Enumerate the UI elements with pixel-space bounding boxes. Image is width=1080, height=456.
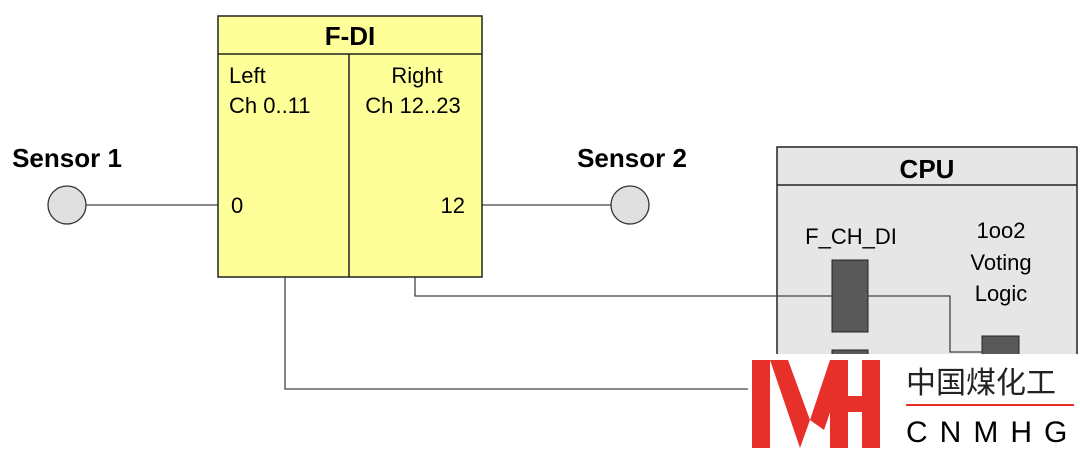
f-ch-di-block-1 <box>831 259 869 333</box>
f-di-module: F-DI Left Ch 0..11 Right Ch 12..23 0 12 <box>217 15 483 278</box>
f-ch-di-label: F_CH_DI <box>805 224 897 249</box>
f-di-title: F-DI <box>325 21 376 51</box>
wire-right-to-cpu <box>414 277 832 297</box>
right-range: Ch 12..23 <box>365 93 460 118</box>
right-label: Right <box>391 63 442 88</box>
voting-label-line-3: Logic <box>975 281 1028 306</box>
sensor-1-node <box>47 185 87 225</box>
wiring <box>86 204 982 390</box>
watermark-latin-text: CNMHG <box>906 416 1079 449</box>
voting-label-line-2: Voting <box>970 250 1031 275</box>
cpu-title: CPU <box>900 154 955 184</box>
voting-label-line-1: 1oo2 <box>977 218 1026 243</box>
wire-left-to-cpu <box>284 277 832 390</box>
sensor-2-node <box>610 185 650 225</box>
sensor-2-label: Sensor 2 <box>577 143 687 173</box>
sensor-1: Sensor 1 <box>12 143 122 225</box>
watermark: 中国煤化工 CNMHG <box>748 354 1080 456</box>
sensor-1-label: Sensor 1 <box>12 143 122 173</box>
left-range: Ch 0..11 <box>229 93 311 118</box>
right-channel-number: 12 <box>441 193 465 218</box>
watermark-chinese-text: 中国煤化工 <box>906 366 1056 401</box>
sensor-2: Sensor 2 <box>577 143 687 225</box>
f-di-frame <box>217 15 483 278</box>
left-label: Left <box>229 63 266 88</box>
left-channel-number: 0 <box>231 193 243 218</box>
watermark-logo <box>752 360 880 448</box>
wire-block-to-voting <box>868 295 982 353</box>
